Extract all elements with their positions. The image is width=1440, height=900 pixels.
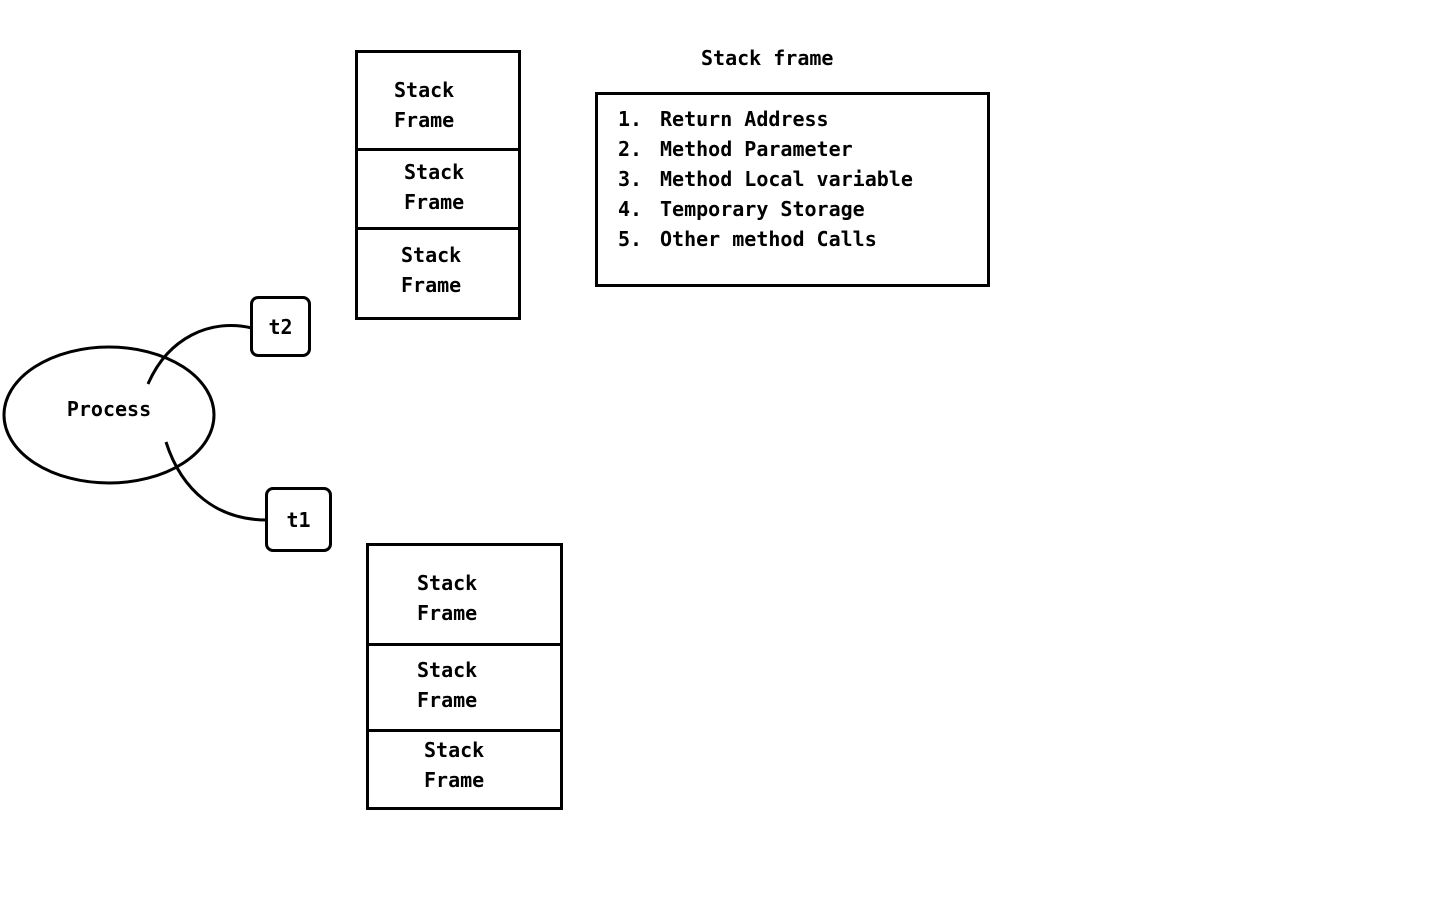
- list-item-number: 2.: [618, 137, 643, 161]
- stack-frame-label: Stack: [394, 78, 455, 102]
- stack-frame: Stack Frame: [369, 643, 560, 729]
- list-item: 1. Return Address: [618, 104, 913, 134]
- stack-frame: Stack Frame: [369, 546, 560, 643]
- list-item-text: Other method Calls: [660, 227, 877, 251]
- stack-frame-label: Stack: [401, 243, 462, 267]
- list-item-number: 1.: [618, 107, 643, 131]
- stack-t1: Stack Frame Stack Frame Stack Frame: [366, 543, 563, 810]
- connector-process-t2: [146, 323, 253, 385]
- stack-t2: Stack Frame Stack Frame Stack Frame: [355, 50, 521, 320]
- legend-list: 1. Return Address 2. Method Parameter 3. Me…: [618, 104, 913, 254]
- list-item-text: Return Address: [660, 107, 829, 131]
- legend-box: 1. Return Address 2. Method Parameter 3. Me…: [595, 92, 990, 287]
- list-item: 3. Method Local variable: [618, 164, 913, 194]
- list-item-text: Temporary Storage: [660, 197, 865, 221]
- list-item-text: Method Local variable: [660, 167, 913, 191]
- thread-t2-label: t2: [268, 314, 293, 339]
- stack-frame: Stack Frame: [369, 729, 560, 807]
- process-ellipse: [2, 345, 216, 485]
- thread-t2: t2: [250, 296, 311, 357]
- list-item: 2. Method Parameter: [618, 134, 913, 164]
- list-item: 4. Temporary Storage: [618, 194, 913, 224]
- process-label: Process: [66, 397, 152, 421]
- stack-frame: Stack Frame: [358, 227, 518, 317]
- stack-frame-label: Frame: [401, 273, 462, 297]
- stack-frame-label: Frame: [424, 768, 485, 792]
- stack-frame-label: Frame: [417, 688, 478, 712]
- connector-process-t1: [164, 441, 268, 522]
- list-item-number: 5.: [618, 227, 643, 251]
- thread-t1-label: t1: [286, 507, 311, 532]
- legend-title: Stack frame: [701, 46, 834, 70]
- stack-frame-label: Frame: [404, 190, 465, 214]
- thread-t1: t1: [265, 487, 332, 552]
- list-item-number: 4.: [618, 197, 643, 221]
- stack-frame-label: Stack: [417, 571, 478, 595]
- stack-frame-label: Stack: [404, 160, 465, 184]
- stack-frame-label: Stack: [424, 738, 485, 762]
- list-item-number: 3.: [618, 167, 643, 191]
- stack-frame: Stack Frame: [358, 53, 518, 148]
- stack-frame-label: Frame: [417, 601, 478, 625]
- list-item: 5. Other method Calls: [618, 224, 913, 254]
- stack-frame-label: Frame: [394, 108, 455, 132]
- stack-frame: Stack Frame: [358, 148, 518, 227]
- stack-frame-label: Stack: [417, 658, 478, 682]
- list-item-text: Method Parameter: [660, 137, 853, 161]
